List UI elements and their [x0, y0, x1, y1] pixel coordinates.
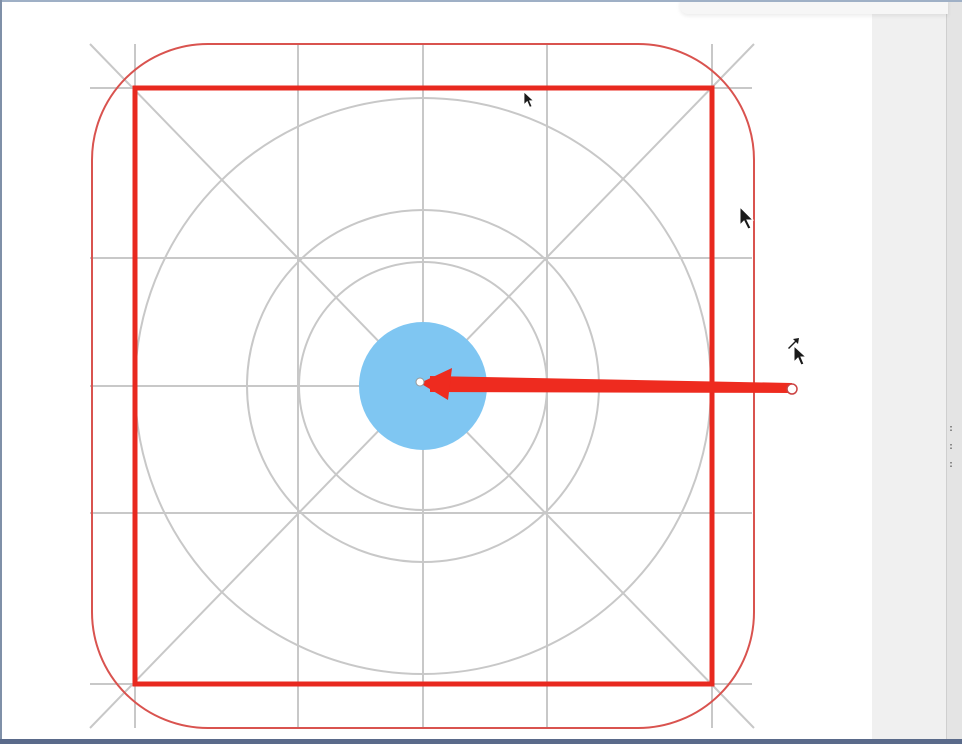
window-scrollbar[interactable]	[946, 0, 962, 744]
toolbar-popover-edge	[680, 0, 948, 14]
arrow-cursor-icon	[739, 205, 755, 230]
window-frame-top	[0, 0, 962, 2]
window-frame-left	[0, 0, 2, 744]
list-marker: :	[948, 459, 955, 470]
list-marker: :	[948, 423, 955, 434]
panel-list-markers: : : :	[948, 420, 960, 474]
window-frame-bottom	[0, 739, 962, 744]
center-dot	[359, 322, 487, 450]
annotation-arrow[interactable]	[420, 368, 792, 400]
arrow-end-handle[interactable]	[786, 383, 798, 395]
resize-cursor-icon	[788, 338, 808, 366]
arrow-cursor-icon	[523, 91, 535, 108]
arrow-start-handle[interactable]	[415, 377, 425, 387]
list-marker: :	[948, 441, 955, 452]
